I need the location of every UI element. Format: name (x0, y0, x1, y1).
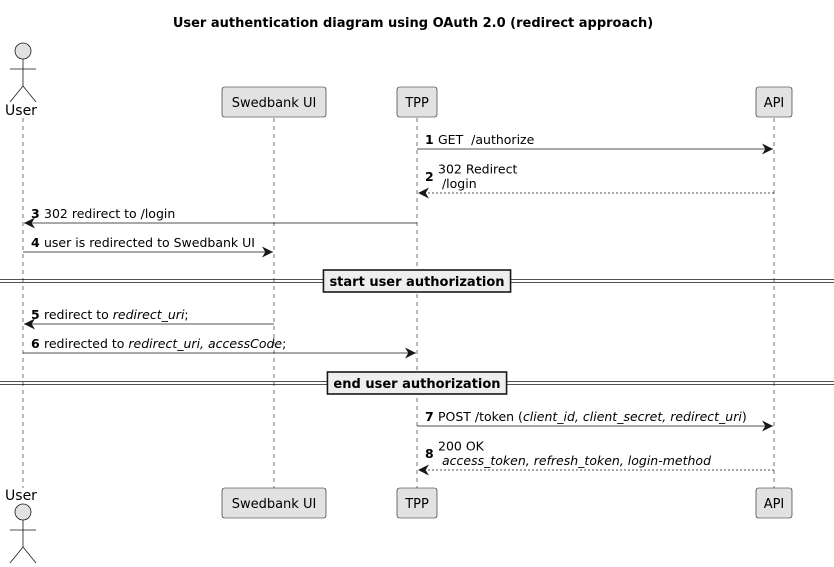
actor-leg-right (22, 546, 37, 564)
message-number: 2 (425, 169, 434, 184)
message-number: 6 (31, 336, 40, 351)
message-number: 7 (425, 409, 434, 424)
divider-start-user-authorization: start user authorization (0, 269, 834, 293)
actor-leg-left (9, 546, 24, 564)
participant-bottom-api: API (755, 487, 793, 519)
message-6: 6 redirected to redirect_uri, accessCode; (23, 336, 416, 359)
message-label: redirect to redirect_uri; (44, 307, 189, 322)
message-label-segment: /login (438, 176, 477, 191)
participant-top-user: User (5, 42, 37, 119)
divider-box (326, 371, 508, 395)
participant-bottom-tpp: TPP (396, 487, 438, 519)
message-1: 1 GET /authorize (417, 132, 773, 155)
message-4: 4 user is redirected to Swedbank UI (23, 235, 273, 258)
participant-label: TPP (404, 497, 429, 512)
message-label-segment: 200 OK (438, 439, 485, 454)
participant-label: User (5, 488, 37, 504)
message-label: redirected to redirect_uri, accessCode; (44, 336, 286, 351)
message-label-segment: 302 Redirect (438, 162, 517, 177)
participant-top-swedbank-ui: Swedbank UI (221, 86, 327, 118)
message-label: POST /token (client_id, client_secret, r… (438, 409, 747, 424)
message-label-segment: client_id, client_secret, redirect_uri (523, 409, 742, 424)
message-label-segment: ; (282, 336, 286, 351)
message-label-segment: access_token, refresh_token, login-metho… (438, 453, 711, 468)
message-5: 5 redirect to redirect_uri; (24, 307, 274, 330)
actor-icon (9, 503, 37, 564)
message-number: 5 (31, 307, 40, 322)
message-number: 3 (31, 206, 40, 221)
participant-label: Swedbank UI (232, 497, 317, 512)
message-8: 8 200 OK access_token, refresh_token, log… (418, 439, 774, 476)
message-label: 302 Redirect (438, 162, 517, 177)
divider-end-user-authorization: end user authorization (0, 371, 834, 395)
message-number: 8 (425, 446, 434, 461)
message-7: 7 POST /token (client_id, client_secret, … (417, 409, 773, 432)
message-label-segment: 302 redirect to /login (44, 206, 175, 221)
message-label-segment: POST /token ( (438, 409, 523, 424)
message-label: user is redirected to Swedbank UI (44, 235, 255, 250)
participant-label: TPP (404, 96, 429, 111)
messages: 1 GET /authorize 2 302 Redirect /login 3 302 … (23, 132, 774, 476)
divider-box (322, 269, 512, 293)
lifelines (22, 118, 775, 488)
participant-top-tpp: TPP (396, 86, 438, 118)
message-number: 4 (31, 235, 40, 250)
participant-box (221, 86, 327, 118)
participant-top-api: API (755, 86, 793, 118)
message-3: 3 302 redirect to /login (24, 206, 417, 229)
message-label: 302 redirect to /login (44, 206, 175, 221)
actor-head (14, 503, 32, 521)
participant-bottom-swedbank-ui: Swedbank UI (221, 487, 327, 519)
actor-head (14, 42, 32, 60)
message-label-segment: redirect_uri, accessCode (128, 336, 282, 351)
dividers: start user authorization end user authori… (0, 269, 834, 395)
participant-box (396, 86, 438, 118)
actor-icon (9, 42, 37, 103)
divider-label: start user authorization (329, 275, 504, 290)
message-label-segment: redirect to (44, 307, 113, 322)
participant-label: API (764, 96, 785, 111)
actor-leg-right (22, 85, 37, 103)
message-number: 1 (425, 132, 434, 147)
message-label: access_token, refresh_token, login-metho… (438, 453, 711, 468)
message-label-segment: redirect_uri (113, 307, 185, 322)
participant-box (755, 86, 793, 118)
participant-bottom-user: User (5, 488, 37, 564)
message-2: 2 302 Redirect /login (418, 162, 774, 199)
message-label-segment: redirected to (44, 336, 128, 351)
participant-label: User (5, 103, 37, 119)
participant-label: API (764, 497, 785, 512)
message-label: 200 OK (438, 439, 485, 454)
message-label-segment: user is redirected to Swedbank UI (44, 235, 255, 250)
participant-box (221, 487, 327, 519)
participant-label: Swedbank UI (232, 96, 317, 111)
message-label: GET /authorize (438, 132, 535, 147)
message-label-segment: ; (184, 307, 188, 322)
actor-leg-left (9, 85, 24, 103)
participant-box (755, 487, 793, 519)
diagram-title: User authentication diagram using OAuth … (173, 16, 653, 31)
participant-box (396, 487, 438, 519)
divider-label: end user authorization (333, 377, 500, 392)
message-label: /login (438, 176, 477, 191)
message-label-segment: GET /authorize (438, 132, 535, 147)
message-label-segment: ) (742, 409, 747, 424)
